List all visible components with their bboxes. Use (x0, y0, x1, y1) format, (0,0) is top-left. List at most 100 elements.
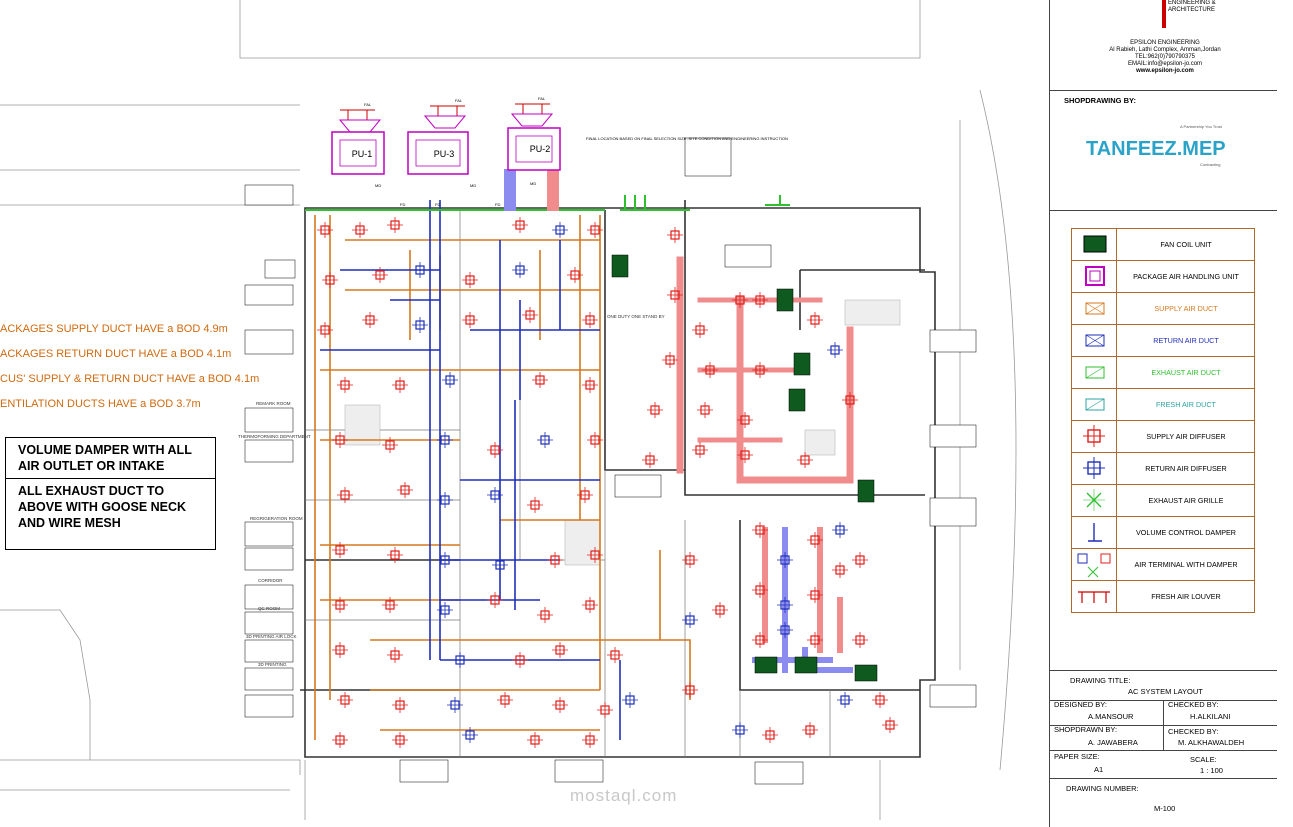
plan-annotations: FINAL LOCATION BASED ON FINAL SELECTION … (364, 96, 788, 207)
supply-diffuser-icon (752, 292, 768, 308)
supply-diffuser-icon (692, 442, 708, 458)
legend-label: FRESH AIR DUCT (1156, 400, 1216, 409)
supply-ducts (314, 215, 691, 740)
supply-diffuser-icon (322, 272, 338, 288)
checked-by-label: CHECKED BY: (1168, 700, 1219, 709)
pu1-label: PU-1 (352, 149, 373, 159)
supply-diffuser-icon (737, 447, 753, 463)
legend-label: PACKAGE AIR HANDLING UNIT (1133, 272, 1239, 281)
legend-label: FAN COIL UNIT (1160, 240, 1212, 249)
supply-diffuser-icon (762, 727, 778, 743)
supply-diffuser-icon (397, 482, 413, 498)
duct-tag-tables (244, 137, 977, 785)
supply-diffuser-icon (682, 552, 698, 568)
supply-diffuser-icon (807, 312, 823, 328)
logo-tagline: A Partnership You Trust (1180, 124, 1222, 129)
fcu-icon (1072, 229, 1117, 260)
supply-diffuser-icon (797, 452, 813, 468)
supply-diffuser-icon (807, 532, 823, 548)
supply-diffuser-icon (667, 287, 683, 303)
supply-diffuser-icon (582, 597, 598, 613)
fresh-duct-icon (1072, 389, 1117, 420)
shopdrawn-by-label: SHOPDRAWN BY: (1054, 725, 1118, 734)
pu3-label: PU-3 (434, 149, 455, 159)
return-duct-icon (1072, 325, 1117, 356)
supply-diffuser-icon (332, 732, 348, 748)
return-diffuser-icon (682, 612, 698, 628)
return-diffuser-icon (537, 432, 553, 448)
room-tags: REMARK ROOM THERMOFORMING DEPARTMENT REG… (238, 314, 665, 667)
return-diffuser-icon (777, 552, 793, 568)
return-diffuser-icon (452, 652, 468, 668)
shopdrawn-by: A. JAWABERA (1088, 738, 1138, 747)
return-diffuser-icon (1072, 453, 1117, 484)
return-diffuser-icon (512, 262, 528, 278)
supply-diffuser-icon (552, 642, 568, 658)
supply-diffuser-icon (387, 217, 403, 233)
shopdrawing-block: SHOPDRAWING BY: A Partnership You Trust … (1050, 90, 1277, 211)
main-trunks (504, 169, 854, 673)
drawing-number-label: DRAWING NUMBER: (1066, 784, 1139, 793)
supply-diffuser-icon (527, 497, 543, 513)
drawing-number: M-100 (1154, 804, 1176, 813)
return-diffuser-icon (437, 552, 453, 568)
svg-text:ONE DUTY ONE STAND BY: ONE DUTY ONE STAND BY (607, 314, 665, 319)
return-diffuser-icon (412, 262, 428, 278)
supply-diffuser-icon (552, 697, 568, 713)
supply-diffuser-icon (522, 307, 538, 323)
supply-diffuser-icon (332, 597, 348, 613)
svg-text:QC ROOM: QC ROOM (258, 606, 280, 611)
supply-diffuser-icon (702, 362, 718, 378)
shopdrawn-row: SHOPDRAWN BY: A. JAWABERA CHECKED BY: M.… (1050, 725, 1277, 751)
svg-text:3D PRINTING AIR LOCK: 3D PRINTING AIR LOCK (246, 634, 297, 639)
company-tel: TEL:962(0)790790375 (1134, 54, 1196, 60)
scale-label: SCALE: (1190, 755, 1217, 764)
svg-text:CORRIDOR: CORRIDOR (258, 578, 283, 583)
supply-diffuser-icon (567, 267, 583, 283)
instruction-exhaust-duct: ALL EXHAUST DUCT TO ABOVE WITH GOOSE NEC… (6, 478, 215, 535)
supply-diffuser-icon (647, 402, 663, 418)
company-email: EMAIL:info@epsilon-jo.com (1127, 61, 1203, 67)
supply-diffuser-icon (487, 442, 503, 458)
supply-diffuser-icon (732, 292, 748, 308)
paper-size: A1 (1094, 765, 1104, 774)
vcd-icon (1072, 517, 1117, 548)
supply-diffuser-icon (587, 547, 603, 563)
return-diffuser-icon (412, 317, 428, 333)
note-ventilation-bod: ENTILATION DUCTS HAVE a BOD 3.7m (0, 398, 201, 410)
supply-diffuser-icon (577, 487, 593, 503)
svg-text:FAL: FAL (364, 102, 372, 107)
consultant-block: ENGINEERING & ARCHITECTURE EPSILON ENGIN… (1050, 0, 1277, 91)
legend-row: RETURN AIR DUCT (1072, 325, 1254, 357)
return-diffuser-icon (492, 557, 508, 573)
supply-diffuser-icon (582, 732, 598, 748)
legend-label: FRESH AIR LOUVER (1151, 592, 1221, 601)
svg-text:FD: FD (495, 202, 500, 207)
supply-diffuser-icon (642, 452, 658, 468)
supply-diffuser-icon (842, 392, 858, 408)
supply-diffuser-icon (667, 227, 683, 243)
package-unit-pu2: PU-2 (507, 127, 561, 171)
supply-diffuser-icon (882, 717, 898, 733)
supply-diffuser-icon (712, 602, 728, 618)
note-return-bod: ACKAGES RETURN DUCT HAVE a BOD 4.1m (0, 348, 232, 360)
package-unit-pu1: PU-1 (331, 131, 385, 175)
supply-diffuser-icon (317, 322, 333, 338)
note-supply-bod: ACKAGES SUPPLY DUCT HAVE a BOD 4.9m (0, 323, 228, 335)
supply-diffuser-icon (752, 362, 768, 378)
diffuser-symbols (317, 217, 898, 748)
supply-diffuser-icon (337, 692, 353, 708)
supply-diffuser-icon (1072, 421, 1117, 452)
supply-diffuser-icon (512, 652, 528, 668)
supply-diffuser-icon (752, 632, 768, 648)
pu2-label: PU-2 (530, 144, 551, 154)
return-diffuser-icon (437, 602, 453, 618)
supply-diffuser-icon (332, 542, 348, 558)
company-web: www.epsilon-jo.com (1136, 68, 1194, 74)
supply-diffuser-icon (597, 702, 613, 718)
designed-by-label: DESIGNED BY: (1054, 700, 1107, 709)
designed-row: DESIGNED BY: A.MANSOUR CHECKED BY: H.ALK… (1050, 700, 1277, 726)
note-fcu-bod: CUS' SUPPLY & RETURN DUCT HAVE a BOD 4.1… (0, 373, 260, 385)
instruction-box: VOLUME DAMPER WITH ALL AIR OUTLET OR INT… (5, 437, 216, 550)
